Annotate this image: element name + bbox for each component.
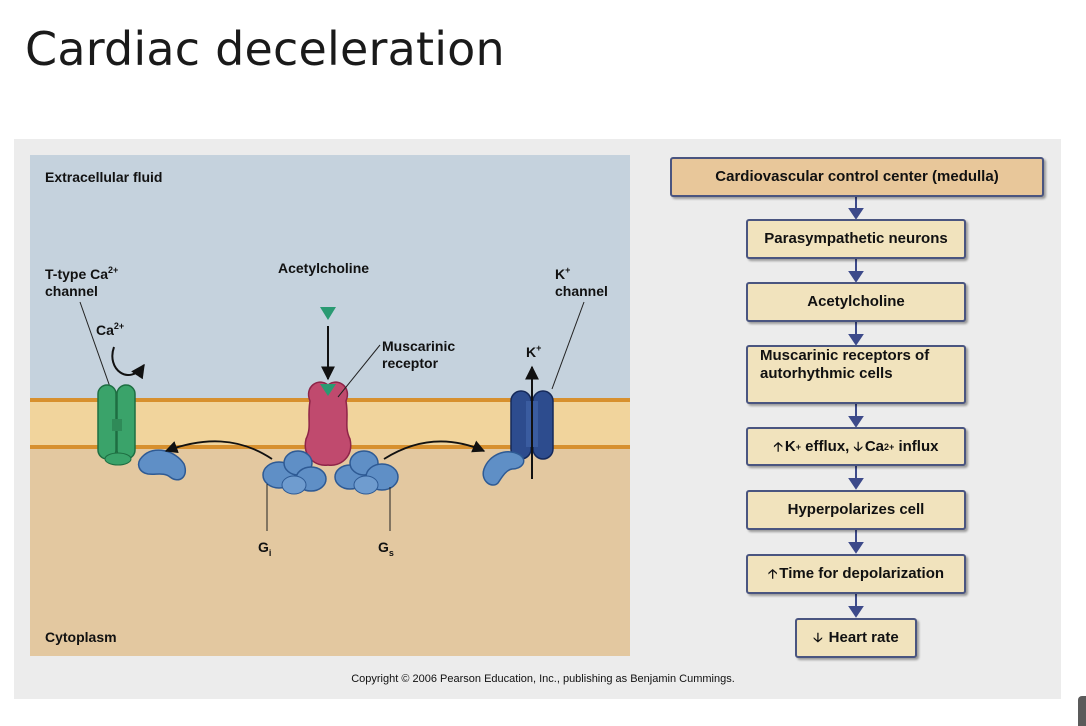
flow-hyperpolarizes: Hyperpolarizes cell bbox=[746, 490, 966, 530]
acetylcholine-ligand-top bbox=[320, 307, 336, 320]
flow-muscarinic: Muscarinic receptors of autorhythmic cel… bbox=[746, 345, 966, 404]
gi-to-k-arrow bbox=[383, 440, 486, 460]
extracellular-region bbox=[30, 155, 630, 400]
figure-panel: Extracellular fluid Cytoplasm T-type Ca2… bbox=[14, 139, 1061, 699]
flow-heart-rate: 🡣 Heart rate bbox=[795, 618, 917, 658]
gi-to-ca-arrow bbox=[164, 440, 273, 460]
ca-influx-arrow bbox=[111, 346, 145, 380]
influx-ca-sup: 2+ bbox=[884, 441, 895, 452]
flow-parasympathetic: Parasympathetic neurons bbox=[746, 219, 966, 259]
efflux-k: K bbox=[784, 437, 796, 455]
kchannel-pointer bbox=[551, 301, 585, 390]
ttype-label: T-type Ca2+ bbox=[45, 265, 118, 282]
gs-protein bbox=[334, 450, 399, 495]
muscarinic-label: Muscarinic bbox=[382, 338, 455, 354]
kchannel-label-line2: channel bbox=[555, 283, 608, 299]
flowchart-connectors bbox=[848, 197, 864, 618]
ttype-label-line2: channel bbox=[45, 283, 98, 299]
cytoplasm-label: Cytoplasm bbox=[45, 629, 117, 645]
influx-ca: Ca bbox=[864, 437, 885, 455]
gi-label: Gi bbox=[258, 539, 271, 558]
flow-time-depol: 🡡 Time for depolarization bbox=[746, 554, 966, 594]
flow-acetylcholine: Acetylcholine bbox=[746, 282, 966, 322]
t-type-ca-channel bbox=[97, 384, 136, 466]
muscarinic-pointer bbox=[337, 344, 381, 398]
influx-text: influx bbox=[894, 437, 939, 455]
gi-protein bbox=[262, 450, 327, 495]
ttype-pointer bbox=[79, 301, 111, 388]
ca-ion-label: Ca2+ bbox=[96, 321, 124, 338]
acetylcholine-label: Acetylcholine bbox=[278, 260, 369, 276]
flow-muscarinic-line1: Muscarinic receptors of bbox=[760, 347, 930, 364]
muscarinic-label-line2: receptor bbox=[382, 355, 439, 371]
kchannel-label: K+ bbox=[555, 265, 570, 282]
copyright-text: Copyright © 2006 Pearson Education, Inc.… bbox=[351, 673, 735, 685]
efflux-k-sup: + bbox=[795, 441, 801, 452]
arrow-down-icon: 🡣 bbox=[853, 438, 863, 454]
arrow-down-icon: 🡣 bbox=[813, 630, 823, 645]
g-subunit-ca bbox=[137, 449, 186, 481]
time-depol-text: Time for depolarization bbox=[779, 565, 945, 582]
flow-muscarinic-line2: autorhythmic cells bbox=[760, 365, 893, 382]
efflux-text: efflux, bbox=[800, 437, 854, 455]
flow-control-center: Cardiovascular control center (medulla) bbox=[670, 157, 1044, 197]
arrow-up-icon: 🡡 bbox=[767, 566, 778, 581]
cell-diagram: Extracellular fluid Cytoplasm T-type Ca2… bbox=[30, 155, 864, 656]
arrow-up-icon: 🡡 bbox=[773, 438, 783, 454]
heart-rate-text: Heart rate bbox=[828, 629, 899, 646]
page-title: Cardiac deceleration bbox=[25, 22, 505, 76]
gs-label: Gs bbox=[378, 539, 394, 558]
g-subunit-k bbox=[482, 451, 525, 486]
k-ion-label: K+ bbox=[526, 343, 541, 360]
scroll-corner-tab bbox=[1078, 696, 1086, 726]
extracellular-label: Extracellular fluid bbox=[45, 169, 162, 185]
receptor-bound-ligand bbox=[320, 384, 336, 396]
